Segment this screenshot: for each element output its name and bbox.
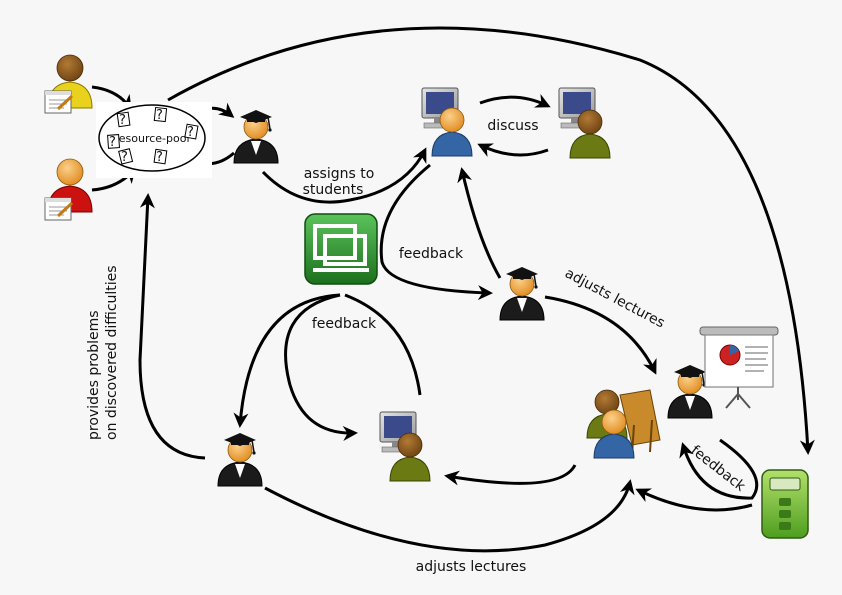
teacher-icon-center [499, 266, 545, 321]
arrow-adjusts-lectures-top [544, 295, 657, 375]
provides-problems-label-1: provides problems [86, 310, 102, 440]
arrow-top-feedback [379, 163, 493, 301]
arrow-app-feedback [284, 293, 358, 441]
presentation-board-icon [699, 326, 779, 409]
arrow-clicker-feedback-teacher [679, 438, 759, 500]
discuss-label: discuss [487, 118, 538, 134]
notepad-icon [43, 89, 74, 115]
question-cards: ? ? ? ? ? ? [107, 106, 199, 165]
arrow-teacher-assigns [261, 147, 427, 204]
students-label: students [303, 182, 364, 198]
clicker-icon [761, 469, 809, 539]
student-icon-blue-class [593, 409, 635, 459]
resource-pool-label: resource-pool [114, 132, 189, 145]
question-mark: ? [156, 108, 163, 123]
adjusts-lectures-top-label: adjusts lectures [562, 265, 667, 331]
question-mark: ? [156, 150, 163, 165]
arrow-provides-problems [138, 193, 206, 460]
student-icon-blue [431, 107, 473, 157]
question-mark: ? [187, 125, 194, 140]
app-logo-icon [304, 213, 378, 285]
arrow-class-to-student [444, 464, 577, 486]
question-mark: ? [109, 135, 116, 150]
notepad-icon [43, 196, 74, 222]
provides-problems-label-2: on discovered difficulties [104, 265, 120, 440]
teacher-icon-left [217, 432, 263, 487]
arrow-app-to-left-teacher [233, 293, 341, 428]
feedback-label-center: feedback [399, 246, 464, 262]
arrow-teacher-back-to-student [457, 167, 502, 279]
feedback-label-right: feedback [688, 443, 749, 496]
teacher-icon-top [233, 109, 279, 164]
student-icon-olive [569, 109, 611, 159]
question-mark: ? [121, 150, 128, 165]
adjusts-lectures-bottom-label: adjusts lectures [416, 559, 527, 575]
student-icon-olive-bottom [389, 432, 431, 482]
arrows [91, 26, 815, 553]
arrow-clicker-to-class [635, 488, 753, 512]
arrow-discuss-left [477, 143, 549, 157]
arrow-adjusts-lectures-bottom [264, 479, 635, 553]
arrow-top-loop-to-clicker [167, 26, 815, 455]
arrow-discuss-right [479, 94, 551, 108]
resource-pool: resource-pool ? ? ? ? ? ? [96, 102, 212, 178]
question-mark: ? [119, 113, 126, 128]
arrow-student-to-app [344, 293, 422, 396]
assigns-to-label: assigns to [304, 166, 375, 182]
feedback-label-left: feedback [312, 316, 377, 332]
